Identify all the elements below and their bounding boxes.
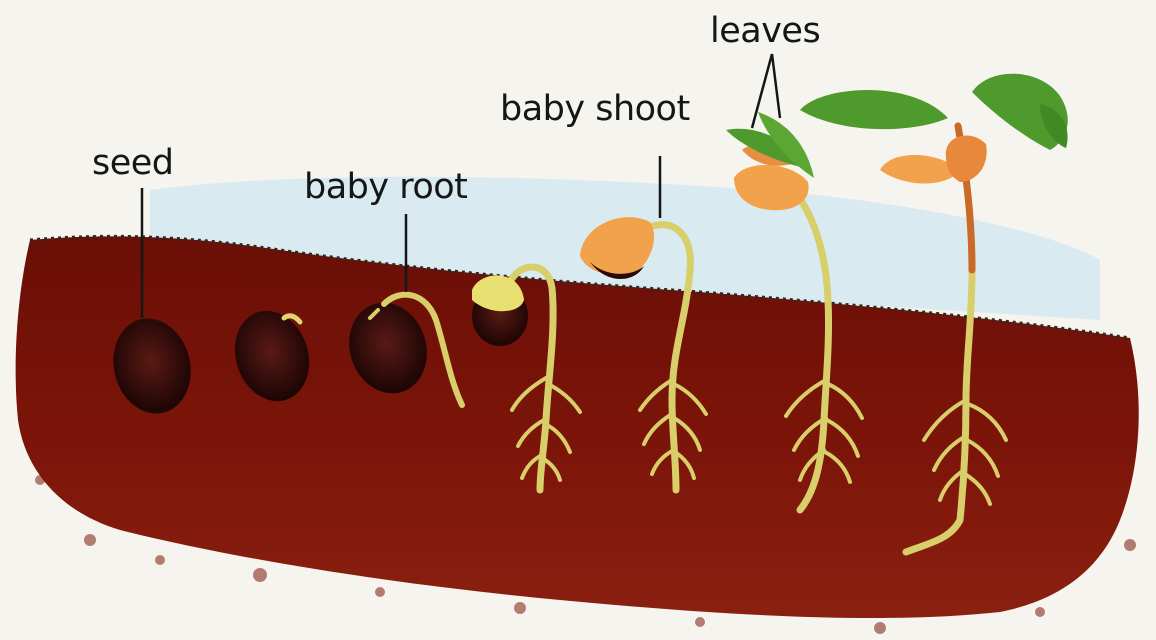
- leaves-label: leaves: [710, 14, 820, 49]
- baby-root-label: baby root: [304, 170, 467, 205]
- leaves-pointer-b: [772, 54, 780, 118]
- seed-label: seed: [92, 146, 174, 181]
- baby-shoot-label: baby shoot: [500, 92, 690, 127]
